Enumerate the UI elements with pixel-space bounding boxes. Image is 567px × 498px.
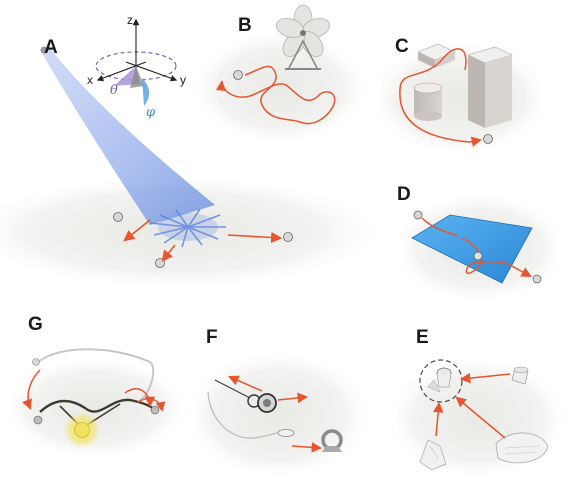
trajectory-b-head — [216, 80, 226, 91]
particle-b — [233, 70, 243, 80]
splash-pattern — [149, 208, 226, 248]
trajectory-arrow-f1 — [228, 375, 263, 392]
axes-inset: z x y θ φ — [87, 13, 186, 120]
x-axis-label: x — [87, 73, 93, 87]
trajectory-arrow-a1 — [123, 219, 151, 242]
wire-top — [37, 348, 155, 401]
phi-label: φ — [146, 105, 156, 120]
panel-label-g: G — [28, 314, 43, 335]
crumpled-paper-icon — [419, 439, 447, 471]
panel-c: C — [368, 36, 552, 156]
capsule — [277, 429, 295, 437]
water-pool — [411, 214, 533, 284]
trajectory-arrow-a3 — [227, 231, 283, 244]
trajectory-arrow-f3 — [291, 442, 323, 453]
trajectory-arrow-g3 — [137, 398, 166, 412]
particle-d3 — [532, 274, 542, 284]
x-axis — [96, 61, 147, 82]
particle-d1 — [413, 210, 423, 220]
theta-label: θ — [110, 83, 118, 98]
cylinder — [413, 82, 443, 121]
panel-d: D — [392, 184, 567, 304]
particle-a1 — [113, 212, 123, 222]
floor-shadow-f — [183, 350, 373, 480]
trajectory-b — [221, 65, 336, 125]
trajectory-arrow-g1 — [22, 369, 41, 410]
wire-bottom — [39, 398, 156, 413]
trajectory-arrow-g2 — [124, 388, 156, 408]
trajectory-arrow-e1 — [459, 372, 511, 384]
trajectory-c — [399, 48, 483, 147]
panel-e: E — [386, 327, 567, 480]
light-bulb-icon — [74, 422, 90, 438]
thread — [214, 379, 251, 399]
cup-in-target — [427, 367, 452, 393]
panel-label-c: C — [395, 36, 409, 57]
particle-g3 — [150, 405, 160, 415]
panel-a: z x y θ φ A — [0, 13, 385, 290]
tall-box — [467, 46, 513, 128]
particle-g2 — [33, 415, 43, 425]
floor-shadow-c — [368, 40, 552, 156]
panel-label-b: B — [238, 15, 252, 36]
cup-icon — [511, 366, 529, 385]
floor-shadow-e — [386, 356, 567, 480]
trajectory-arrow-a2 — [161, 244, 176, 262]
panel-label-f: F — [206, 327, 218, 348]
panel-label-a: A — [44, 37, 58, 58]
particle-a3 — [283, 232, 293, 242]
nozzle-icon — [40, 46, 48, 54]
phi-arc — [142, 78, 150, 106]
jet-direction — [130, 66, 144, 88]
ring-device — [247, 393, 277, 413]
trajectory-arrow-e2 — [432, 401, 444, 437]
floor-shadow-b — [190, 30, 370, 146]
small-box — [417, 43, 456, 68]
z-axis-label: z — [127, 13, 133, 27]
jet-plume — [40, 48, 215, 225]
fan-icon — [275, 4, 331, 70]
panel-label-d: D — [397, 184, 411, 205]
particle-g1 — [32, 358, 40, 366]
panel-g: G — [0, 314, 190, 460]
particle-d2 — [473, 251, 483, 261]
trajectory-arrow-e3 — [455, 396, 506, 439]
panel-b: B — [190, 4, 370, 146]
panel-f: F — [183, 327, 373, 480]
y-axis-label: y — [180, 73, 186, 87]
weight-ring — [321, 429, 343, 452]
floor-shadow-g — [0, 356, 190, 460]
panel-label-e: E — [416, 327, 429, 348]
y-axis — [125, 61, 178, 82]
mask-icon — [495, 432, 549, 464]
particle-c — [483, 134, 493, 144]
trajectory-arrow-f2 — [277, 392, 309, 404]
